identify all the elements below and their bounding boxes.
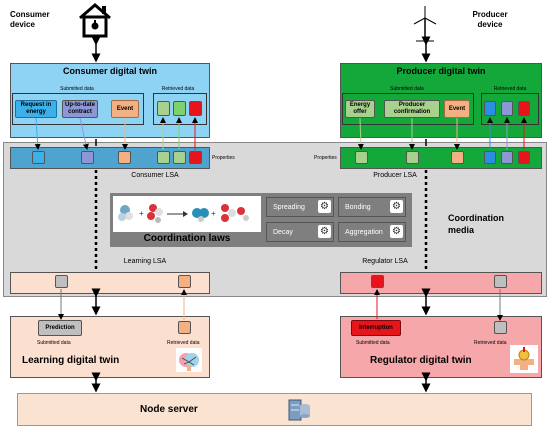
producer-retrieved-group [481,93,539,125]
prediction-box: Prediction [38,320,82,336]
learning-lsa-prop-orange [178,275,191,288]
learning-lsa-label: Learning LSA [123,258,167,265]
gear-icon: ⚙ [318,225,331,238]
house-icon [76,2,114,38]
server-icon [286,398,312,422]
lsa-prop-red-producer [518,151,530,164]
lsa-prop-confirmation [406,151,419,164]
producer-submitted-group [342,93,474,125]
producer-device-label: Producer device [472,10,508,29]
learning-twin-title: Learning digital twin [22,355,120,366]
regulator-retrieved-square [494,321,507,334]
producer-twin-title: Producer digital twin [396,66,486,76]
lsa-prop-event [118,151,131,164]
retrieved-blue-dark [484,101,496,116]
request-in-energy-box: Request in energy [15,100,57,118]
svg-text:+: + [211,209,216,218]
regulator-submitted-label: Submitted data [356,340,390,346]
law-spreading-label: Spreading [273,203,305,211]
node-server [17,393,532,426]
regulator-retrieved-label: Retrieved data [474,340,507,346]
coordination-laws-title: Coordination laws [143,233,231,244]
valve-icon [510,345,538,373]
lsa-prop-contract [81,151,94,164]
gear-icon: ⚙ [390,225,403,238]
regulator-lsa-prop-gray [494,275,507,288]
retrieved-red-producer [518,101,530,116]
retrieved-green-light [157,101,170,116]
lsa-prop-blue [484,151,496,164]
retrieved-purple [501,101,513,116]
regulator-lsa-label: Regulator LSA [362,258,408,265]
law-bonding-label: Bonding [345,203,371,211]
consumer-submitted-group [12,93,144,125]
lsa-prop-producer-event [451,151,464,164]
law-decay: Decay ⚙ [266,222,334,242]
consumer-submitted-label: Submitted data [60,86,94,92]
energy-offer-box: Energy offer [345,100,375,118]
law-spreading: Spreading ⚙ [266,197,334,217]
lsa-prop-purple [501,151,513,164]
consumer-device-label: Consumer device [10,10,50,29]
consumer-retrieved-group [153,93,207,125]
producer-event-box: Event [444,100,470,118]
learning-retrieved-label: Retrieved data [167,340,200,346]
consumer-lsa-properties: Properties [212,155,235,161]
law-bonding: Bonding ⚙ [338,197,406,217]
consumer-retrieved-label: Retrieved data [161,86,195,92]
brain-icon [176,348,202,372]
consumer-event-box: Event [111,100,139,118]
law-decay-label: Decay [273,228,293,236]
producer-lsa-properties: Properties [314,155,337,161]
retrieved-green-mid [173,101,186,116]
learning-lsa-prop-gray [55,275,68,288]
learning-submitted-label: Submitted data [37,340,71,346]
regulator-twin-title: Regulator digital twin [370,355,472,366]
regulator-lsa-prop-red [371,275,384,288]
up-to-date-contract-box: Up-to-date contract [62,100,98,118]
gear-icon: ⚙ [318,200,331,213]
svg-text:+: + [139,209,144,218]
learning-retrieved-square [178,321,191,334]
regulator-lsa-row [340,272,542,294]
law-aggregation-label: Aggregation [345,228,383,236]
lsa-prop-request [32,151,45,164]
wind-turbine-icon [410,4,440,42]
producer-lsa-label: Producer LSA [373,172,417,179]
node-server-label: Node server [140,404,198,415]
coordination-media-label: Coordination media [448,213,504,235]
producer-confirmation-box: Producer confirmation [384,100,440,118]
lsa-prop-red [189,151,202,164]
lsa-prop-green-light [157,151,170,164]
consumer-twin-title: Consumer digital twin [62,66,157,76]
lsa-prop-green-mid [173,151,186,164]
lsa-prop-energy-offer [355,151,368,164]
gear-icon: ⚙ [390,200,403,213]
producer-retrieved-label: Retrieved data [493,86,527,92]
producer-submitted-label: Submitted data [390,86,424,92]
retrieved-red [189,101,202,116]
consumer-lsa-label: Consumer LSA [131,172,179,179]
molecule-reaction-image: + + [113,196,261,232]
law-aggregation: Aggregation ⚙ [338,222,406,242]
interruption-box: Interruption [351,320,401,336]
